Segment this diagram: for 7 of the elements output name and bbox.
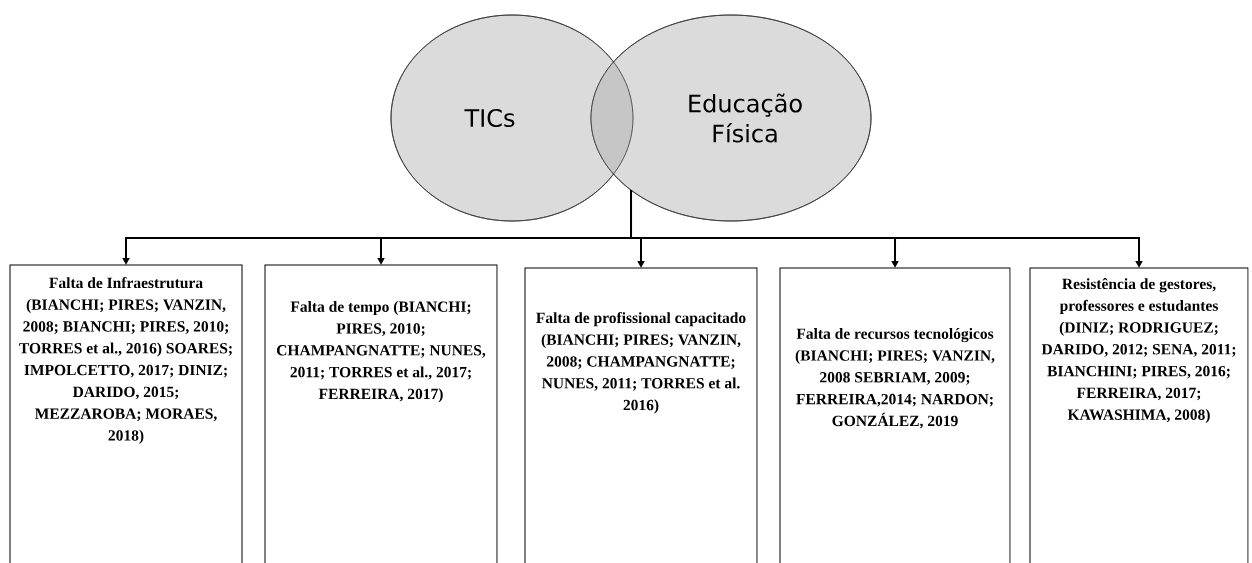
text-box: Falta de recursos tecnológicos (BIANCHI; PIRES; VANZIN, 2008 SEBRIAM, 2009; FERREIRA,2014; NARDON; GONZÁLEZ, 2019	[779, 267, 1011, 563]
text-box: Resistência de gestores, professores e estudantes (DINIZ; RODRIGUEZ; DARIDO, 2012; SENA, 2011; BIANCHINI; PIRES, 2016; FERREIRA, 2017; KAWASHIMA, 2008)	[1029, 267, 1249, 563]
text-box: Falta de Infraestrutura (BIANCHI; PIRES; VANZIN, 2008; BIANCHI; PIRES, 2010; TORRES et al., 2016) SOARES; IMPOLCETTO, 2017; DINIZ; DARIDO, 2015; MEZZAROBA; MORAES, 2018)	[9, 264, 243, 563]
text-box: Falta de profissional capacitado (BIANCHI; PIRES; VANZIN, 2008; CHAMPANGNATTE; NUNES, 2011; TORRES et al. 2016)	[524, 267, 758, 563]
circle-label: Educação Física	[689, 93, 802, 143]
text-box: Falta de tempo (BIANCHI; PIRES, 2010; CHAMPANGNATTE; NUNES, 2011; TORRES et al., 2017; FERREIRA, 2017)	[264, 264, 498, 563]
circle-label: TICs	[464, 108, 515, 128]
